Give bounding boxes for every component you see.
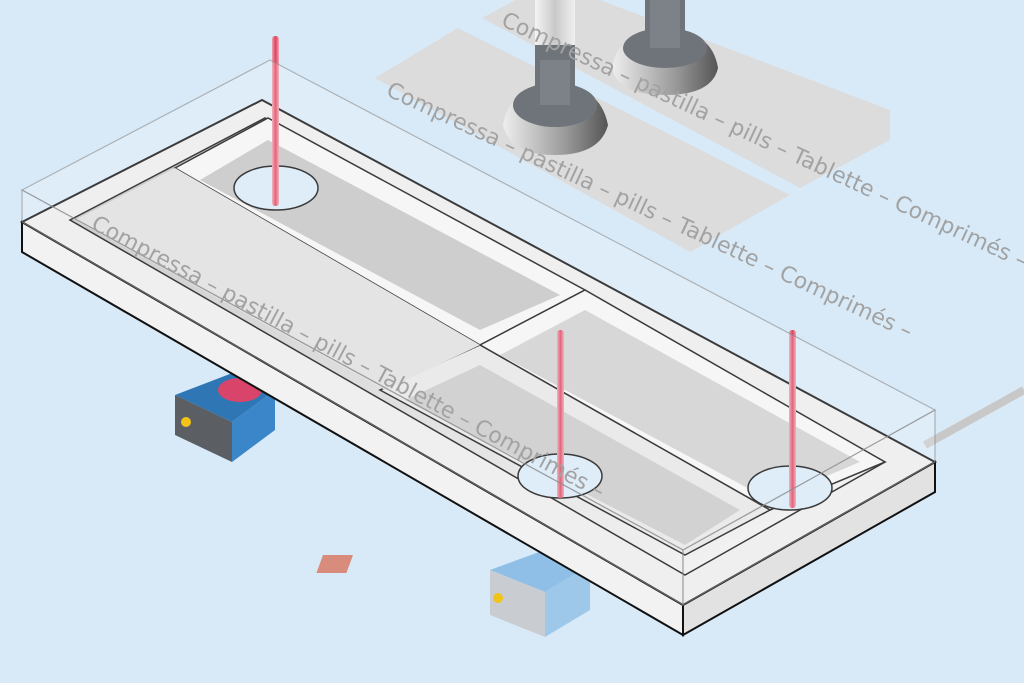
blister-foil-in-tray [75, 168, 480, 390]
suction-gripper-2 [612, 0, 718, 95]
sensor-right [316, 548, 590, 637]
indicator-led-icon [493, 593, 503, 603]
laser-beam-2 [557, 330, 564, 498]
transparent-cover [20, 59, 937, 607]
indicator-led-icon [181, 417, 191, 427]
suction-gripper-1 [503, 0, 608, 155]
inspection-tray [19, 98, 938, 637]
sensor-cable [923, 386, 1024, 449]
laser-beam-1 [272, 36, 279, 206]
laser-beam-3 [789, 330, 796, 508]
blister-foil-upper [482, 0, 890, 188]
